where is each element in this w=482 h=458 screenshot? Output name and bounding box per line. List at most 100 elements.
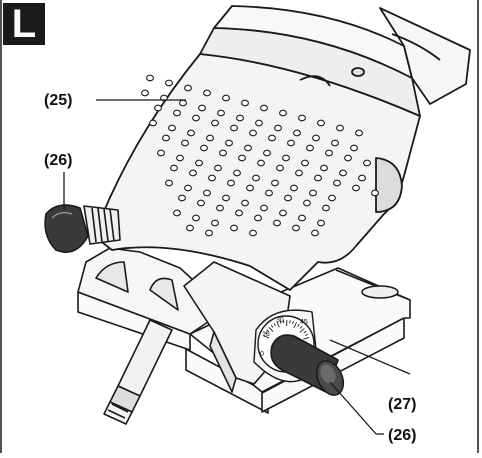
vent-hole	[326, 150, 333, 156]
vent-hole	[212, 120, 219, 126]
vent-hole	[253, 175, 260, 181]
vent-hole	[220, 150, 227, 156]
vent-hole	[294, 130, 301, 136]
vent-hole	[245, 145, 252, 151]
leader-26-right	[330, 382, 376, 434]
vent-hole	[291, 185, 298, 191]
vent-hole	[150, 120, 157, 126]
vent-hole	[274, 220, 281, 226]
vent-hole	[234, 170, 241, 176]
vent-hole	[198, 200, 205, 206]
vent-hole	[315, 175, 322, 181]
vent-hole	[247, 185, 254, 191]
vent-hole	[237, 115, 244, 121]
vent-hole	[199, 105, 206, 111]
vent-hole	[353, 185, 360, 191]
vent-hole	[356, 130, 363, 136]
vent-hole	[204, 190, 211, 196]
vent-hole	[223, 195, 230, 201]
scale-mark-30: 30	[276, 317, 284, 324]
vent-hole	[166, 180, 173, 186]
vent-hole	[329, 195, 336, 201]
callout-25: (25)	[44, 92, 72, 110]
vent-hole	[264, 150, 271, 156]
vent-hole	[185, 85, 192, 91]
vent-hole	[242, 200, 249, 206]
vent-hole	[310, 190, 317, 196]
vent-hole	[255, 215, 262, 221]
callout-26-right: (26)	[388, 427, 416, 445]
vent-hole	[313, 135, 320, 141]
vent-hole	[231, 225, 238, 231]
vent-hole	[285, 195, 292, 201]
vent-hole	[269, 135, 276, 141]
vent-hole	[258, 160, 265, 166]
vent-hole	[158, 150, 165, 156]
vent-hole	[166, 80, 173, 86]
vent-hole	[193, 215, 200, 221]
vent-hole	[188, 130, 195, 136]
vent-hole	[239, 155, 246, 161]
vent-hole	[318, 120, 325, 126]
vent-hole	[223, 95, 230, 101]
vent-hole	[147, 75, 154, 81]
vent-hole	[321, 165, 328, 171]
vent-hole	[155, 105, 162, 111]
vent-hole	[250, 230, 257, 236]
vent-hole	[180, 100, 187, 106]
vent-hole	[182, 140, 189, 146]
scale-mark-45: 45	[300, 319, 308, 326]
vent-hole	[288, 140, 295, 146]
vent-hole	[185, 185, 192, 191]
vent-hole	[283, 155, 290, 161]
vent-hole	[299, 115, 306, 121]
vent-hole	[242, 100, 249, 106]
vent-hole	[231, 125, 238, 131]
vent-hole	[174, 210, 181, 216]
depth-rod	[104, 320, 172, 424]
vent-hole	[293, 225, 300, 231]
vent-hole	[236, 210, 243, 216]
vent-hole	[179, 195, 186, 201]
vent-hole	[261, 105, 268, 111]
vent-hole	[169, 125, 176, 131]
vent-hole	[217, 205, 224, 211]
vent-hole	[142, 90, 149, 96]
vent-hole	[280, 210, 287, 216]
router-body	[94, 6, 470, 290]
vent-hole	[345, 155, 352, 161]
vent-hole	[250, 130, 257, 136]
callout-27: (27)	[388, 396, 416, 414]
vent-hole	[171, 165, 178, 171]
vent-hole	[218, 110, 225, 116]
vent-hole	[204, 90, 211, 96]
vent-hole	[212, 220, 219, 226]
vent-hole	[372, 190, 379, 196]
vent-hole	[201, 145, 208, 151]
vent-hole	[340, 170, 347, 176]
vent-hole	[302, 160, 309, 166]
scale-tick	[290, 320, 291, 323]
vent-hole	[277, 165, 284, 171]
vent-hole	[261, 205, 268, 211]
vent-hole	[206, 230, 213, 236]
panel-letter: L	[3, 3, 45, 45]
vent-hole	[193, 115, 200, 121]
vent-hole	[228, 180, 235, 186]
vent-hole	[215, 165, 222, 171]
vent-hole	[351, 145, 358, 151]
vent-hole	[256, 120, 263, 126]
vent-hole	[196, 160, 203, 166]
vent-hole	[299, 215, 306, 221]
vent-hole	[337, 125, 344, 131]
vent-hole	[272, 180, 279, 186]
vent-hole	[190, 170, 197, 176]
vent-hole	[364, 160, 371, 166]
vent-hole	[359, 175, 366, 181]
vent-hole	[304, 200, 311, 206]
vent-hole	[323, 205, 330, 211]
vent-hole	[307, 145, 314, 151]
vent-hole	[209, 175, 216, 181]
